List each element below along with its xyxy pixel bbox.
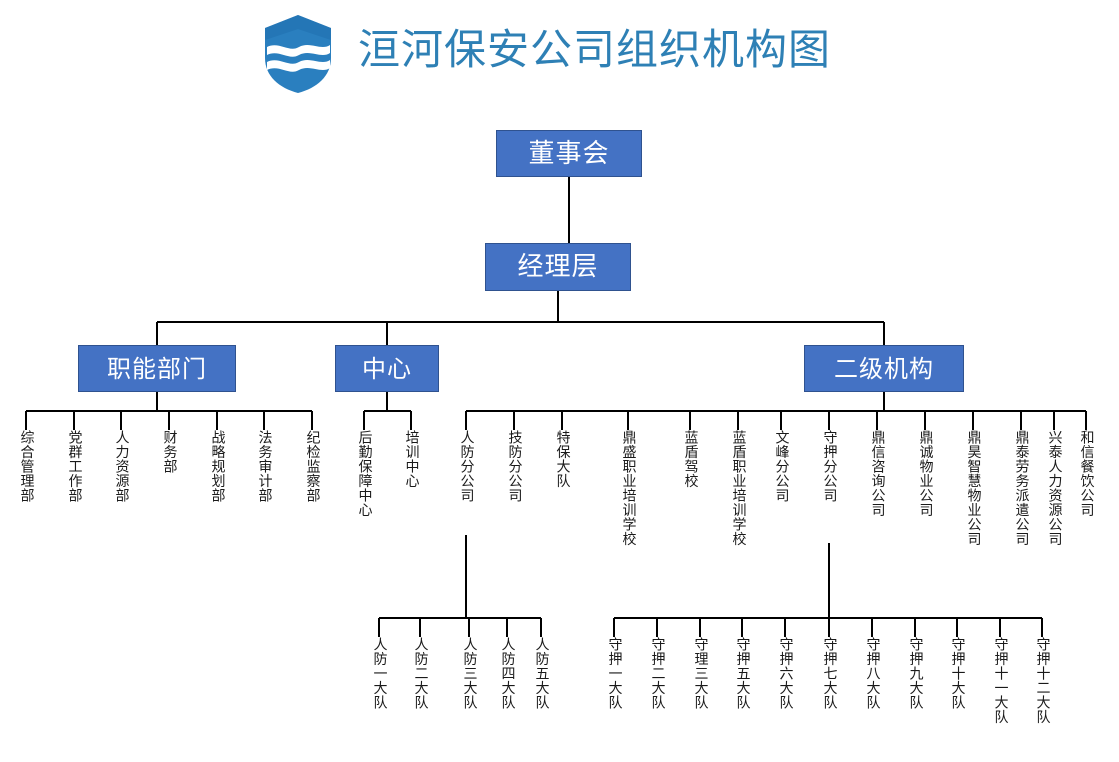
leaf-renfang-brigade[interactable]: 人防五大队 (533, 637, 550, 710)
leaf-renfang-brigade[interactable]: 人防四大队 (499, 637, 516, 710)
leaf-secondary-institution[interactable]: 文峰分公司 (773, 430, 790, 503)
leaf-functional-department[interactable]: 党群工作部 (66, 430, 83, 503)
node-board[interactable]: 董事会 (496, 130, 642, 177)
leaf-secondary-institution[interactable]: 鼎昊智慧物业公司 (965, 430, 982, 546)
leaf-secondary-institution[interactable]: 人防分公司 (458, 430, 475, 503)
page-title: 洹河保安公司组织机构图 (358, 25, 832, 74)
leaf-secondary-institution[interactable]: 鼎诚物业公司 (917, 430, 934, 517)
leaf-secondary-institution[interactable]: 蓝盾驾校 (682, 430, 699, 488)
page-header: 洹河保安公司组织机构图 (0, 0, 1119, 108)
leaf-shouya-brigade[interactable]: 守押十一大队 (992, 637, 1009, 724)
leaf-secondary-institution[interactable]: 蓝盾职业培训学校 (730, 430, 747, 546)
leaf-renfang-brigade[interactable]: 人防二大队 (412, 637, 429, 710)
leaf-functional-department[interactable]: 法务审计部 (256, 430, 273, 503)
leaf-secondary-institution[interactable]: 和信餐饮公司 (1078, 430, 1095, 517)
leaf-secondary-institution[interactable]: 鼎盛职业培训学校 (620, 430, 637, 546)
leaf-functional-department[interactable]: 战略规划部 (209, 430, 226, 503)
node-center[interactable]: 中心 (335, 345, 439, 392)
leaf-center[interactable]: 后勤保障中心 (356, 430, 373, 517)
leaf-renfang-brigade[interactable]: 人防一大队 (371, 637, 388, 710)
leaf-functional-department[interactable]: 财务部 (161, 430, 178, 474)
node-functional-departments[interactable]: 职能部门 (78, 345, 236, 392)
leaf-shouya-brigade[interactable]: 守押九大队 (907, 637, 924, 710)
leaf-shouya-brigade[interactable]: 守押五大队 (734, 637, 751, 710)
node-secondary-institutions[interactable]: 二级机构 (804, 345, 964, 392)
leaf-secondary-institution[interactable]: 守押分公司 (821, 430, 838, 503)
leaf-secondary-institution[interactable]: 鼎泰劳务派遣公司 (1013, 430, 1030, 546)
leaf-functional-department[interactable]: 综合管理部 (18, 430, 35, 503)
leaf-secondary-institution[interactable]: 技防分公司 (506, 430, 523, 503)
leaf-functional-department[interactable]: 人力资源部 (113, 430, 130, 503)
leaf-functional-department[interactable]: 纪检监察部 (304, 430, 321, 503)
leaf-shouya-brigade[interactable]: 守押十大队 (949, 637, 966, 710)
leaf-shouya-brigade[interactable]: 守理三大队 (692, 637, 709, 710)
leaf-secondary-institution[interactable]: 兴泰人力资源公司 (1046, 430, 1063, 546)
leaf-shouya-brigade[interactable]: 守押八大队 (864, 637, 881, 710)
leaf-shouya-brigade[interactable]: 守押十二大队 (1034, 637, 1051, 724)
leaf-center[interactable]: 培训中心 (403, 430, 420, 488)
node-management[interactable]: 经理层 (485, 243, 631, 291)
leaf-secondary-institution[interactable]: 特保大队 (554, 430, 571, 488)
leaf-shouya-brigade[interactable]: 守押一大队 (606, 637, 623, 710)
leaf-renfang-brigade[interactable]: 人防三大队 (461, 637, 478, 710)
leaf-secondary-institution[interactable]: 鼎信咨询公司 (869, 430, 886, 517)
leaf-shouya-brigade[interactable]: 守押二大队 (649, 637, 666, 710)
leaf-shouya-brigade[interactable]: 守押七大队 (821, 637, 838, 710)
shield-wave-logo-icon (259, 12, 337, 96)
leaf-shouya-brigade[interactable]: 守押六大队 (777, 637, 794, 710)
